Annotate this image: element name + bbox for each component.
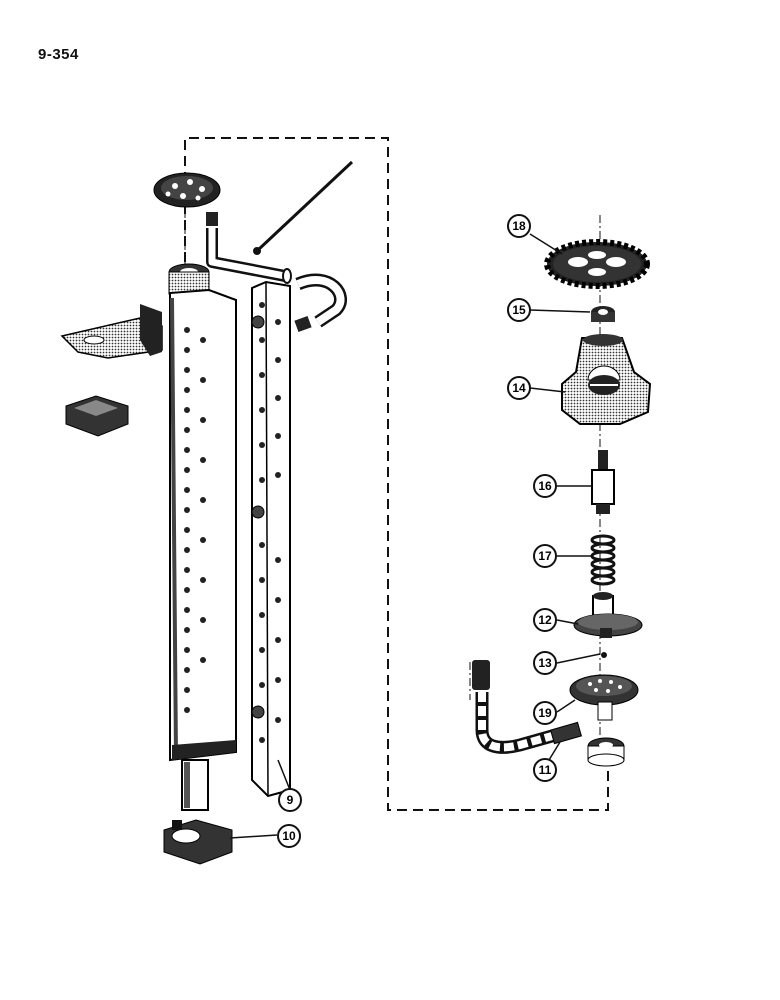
callout-18-label: 18	[512, 219, 526, 233]
bottom-coupling	[587, 737, 625, 767]
callout-10-label: 10	[282, 829, 296, 843]
angled-tube	[206, 212, 292, 284]
callout-9-label: 9	[287, 793, 294, 807]
page-number: 9-354	[38, 46, 79, 63]
dipstick-rod	[253, 160, 354, 255]
curved-hose	[294, 273, 347, 333]
callout-16-label: 16	[538, 479, 552, 493]
callout-10: 10	[277, 824, 301, 848]
perforated-strip	[251, 280, 291, 798]
callout-17: 17	[533, 544, 557, 568]
callout-15-label: 15	[512, 303, 526, 317]
callout-19: 19	[533, 701, 557, 725]
callout-14: 14	[507, 376, 531, 400]
assembly-dashed-bracket	[184, 137, 609, 811]
callout-11: 11	[533, 758, 557, 782]
rubber-block	[65, 395, 129, 437]
inlet-tube	[472, 660, 583, 754]
callout-18: 18	[507, 214, 531, 238]
callout-17-label: 17	[538, 549, 552, 563]
pump-cover	[569, 674, 639, 721]
callout-12-label: 12	[538, 613, 552, 627]
gear-with-shaft	[573, 592, 643, 638]
callout-11-label: 11	[539, 763, 552, 777]
strainer-disc	[153, 172, 221, 208]
pump-body	[561, 334, 652, 425]
leader-lines	[229, 233, 601, 839]
pump-shaft	[591, 450, 615, 514]
callout-19-label: 19	[538, 706, 552, 720]
suction-tube	[168, 263, 237, 811]
spring	[590, 534, 616, 586]
callout-16: 16	[533, 474, 557, 498]
gear	[544, 239, 650, 289]
bushing	[591, 306, 615, 322]
callout-15: 15	[507, 298, 531, 322]
clamp	[163, 819, 233, 865]
callout-13: 13	[533, 651, 557, 675]
callout-14-label: 14	[512, 381, 526, 395]
callout-12: 12	[533, 608, 557, 632]
pin	[601, 652, 607, 658]
callout-9: 9	[278, 788, 302, 812]
callout-13-label: 13	[538, 656, 552, 670]
mounting-bracket	[60, 304, 163, 359]
